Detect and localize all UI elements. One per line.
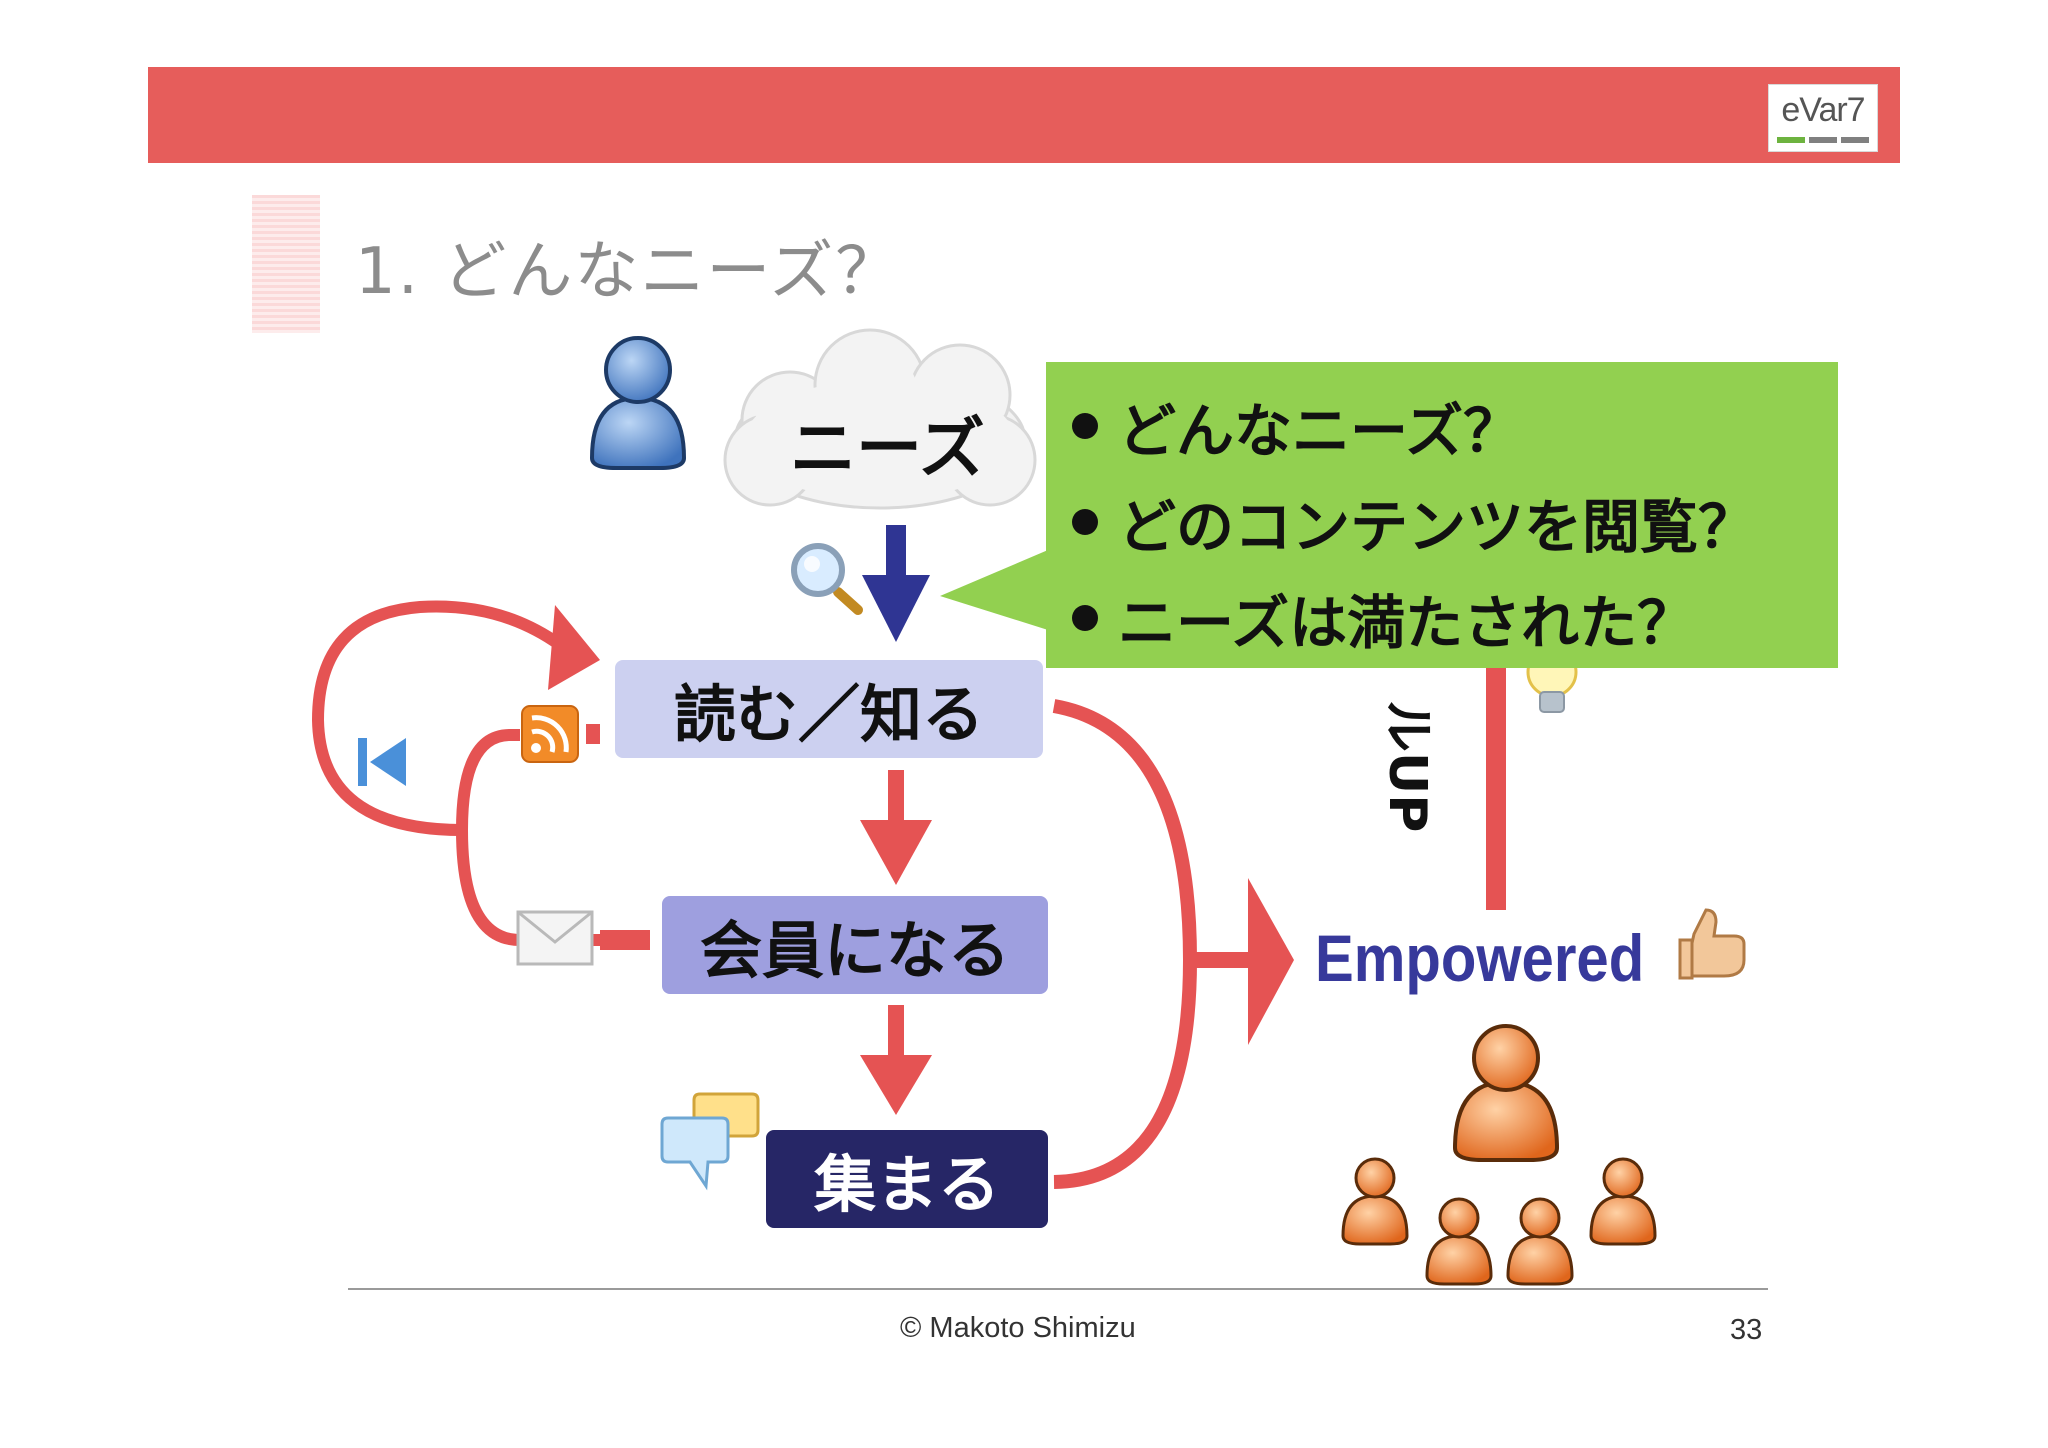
chat-bubbles-icon (660, 1092, 760, 1191)
page-number: 33 (1730, 1314, 1763, 1346)
bullet-dot (1072, 509, 1098, 535)
bullet-text: どんなニーズ？ (1118, 397, 1522, 465)
loop-arrowhead (548, 605, 600, 690)
callout-pointer (940, 550, 1048, 630)
level-up-label-container: ルUP (1377, 700, 1450, 832)
person-small-icon (1341, 1157, 1409, 1246)
bullet-dot (1072, 413, 1098, 439)
stage-gather: 集まる (766, 1130, 1048, 1228)
callout-bullet: どのコンテンツを閲覧？ (1072, 480, 1756, 564)
level-up-label: ルUP (1377, 700, 1437, 833)
group-icon (1341, 1024, 1657, 1286)
callout-bullet: ニーズは満たされた？ (1072, 576, 1695, 660)
person-large-icon (1452, 1024, 1560, 1162)
copyright: © Makoto Shimizu (900, 1312, 1136, 1344)
stage-become-member: 会員になる (662, 896, 1048, 994)
logo-bars (1777, 137, 1869, 143)
stage-arrow-2 (860, 1005, 932, 1115)
stage-read-know: 読む／知る (615, 660, 1043, 758)
footer-divider (348, 1288, 1768, 1290)
mail-icon (516, 910, 650, 966)
convergence-arrow (1052, 699, 1294, 1189)
search-arrow (862, 525, 930, 642)
header-banner (148, 67, 1900, 163)
person-small-icon (1589, 1157, 1657, 1246)
bullet-dot (1072, 605, 1098, 631)
cloud-icon (723, 328, 1037, 510)
bullet-text: どのコンテンツを閲覧？ (1118, 493, 1757, 561)
title-decoration (252, 195, 320, 333)
skip-back-icon (358, 738, 406, 786)
empowered-label: Empowered (1315, 921, 1645, 995)
magnifier-icon (791, 543, 863, 615)
person-icon (589, 336, 687, 470)
logo-text: eVar7 (1781, 91, 1865, 129)
person-small-icon (1506, 1197, 1574, 1286)
person-small-icon (1425, 1197, 1493, 1286)
level-up-bar (1486, 660, 1506, 910)
thumbs-up-icon (1678, 908, 1746, 980)
slide-title: 1. どんなニーズ？ (355, 235, 902, 309)
evar7-logo: eVar7 (1768, 84, 1878, 152)
stage-arrow-1 (860, 770, 932, 885)
callout-bullet: どんなニーズ？ (1072, 384, 1521, 468)
rss-icon (521, 705, 600, 763)
loop-arrow (311, 600, 650, 946)
bullet-text: ニーズは満たされた？ (1118, 589, 1696, 657)
questions-callout: どんなニーズ？ どのコンテンツを閲覧？ ニーズは満たされた？ (1046, 362, 1838, 668)
cloud-label: ニーズ (790, 410, 985, 487)
